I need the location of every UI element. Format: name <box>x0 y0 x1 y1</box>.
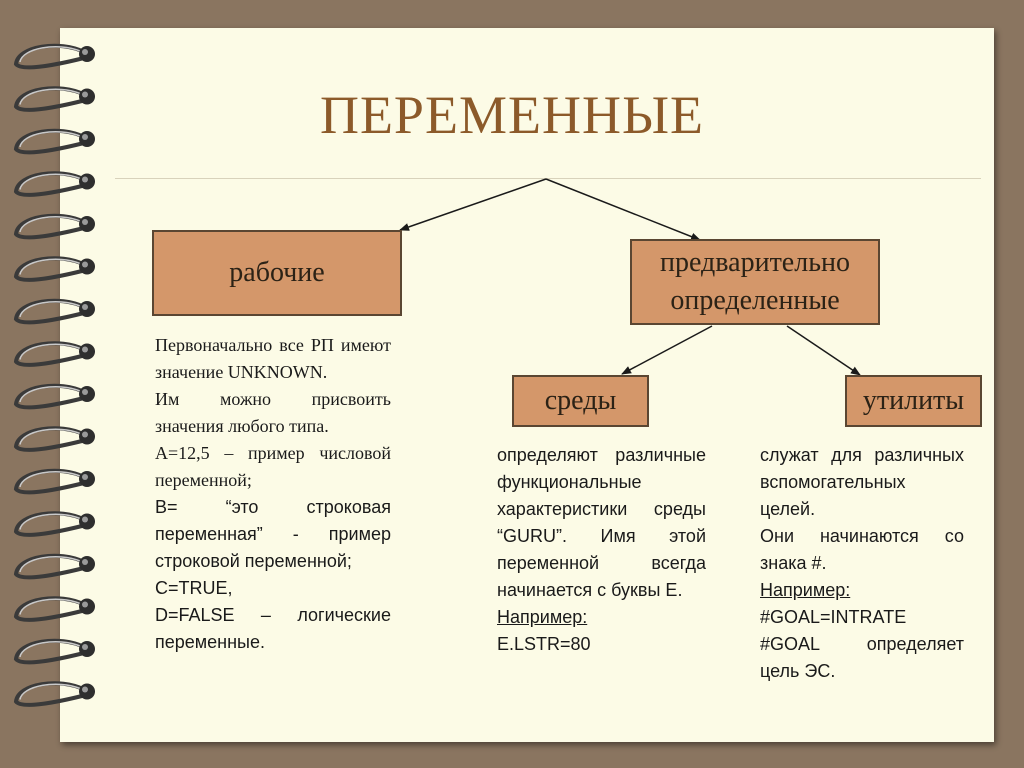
spiral-coil-highlight <box>19 598 81 615</box>
spiral-coil-highlight <box>19 173 81 190</box>
working-line-3: А=12,5 – пример числовой переменной; <box>155 443 391 490</box>
working-line-5: С=TRUE, <box>155 578 233 598</box>
working-description: Первоначально все РП имеют значение UNKN… <box>155 332 391 656</box>
working-line-4: В= “это строковая переменная” - пример с… <box>155 497 391 571</box>
utilities-example-note: #GOAL определяет цель ЭС. <box>760 634 964 681</box>
spiral-coil-highlight <box>19 88 81 105</box>
binding-hole-highlight <box>82 219 88 225</box>
box-working-label: рабочие <box>229 257 325 289</box>
binding-hole-highlight <box>82 644 88 650</box>
arrow-to-utilities <box>786 325 861 376</box>
binding-hole-highlight <box>82 601 88 608</box>
binding-hole-highlight <box>82 91 88 98</box>
spiral-coil-highlight <box>19 640 81 658</box>
binding-hole-highlight <box>82 261 88 268</box>
working-line-1: Первоначально все РП имеют значение UNKN… <box>155 335 391 382</box>
box-predefined-line2: определенные <box>670 285 840 316</box>
spiral-coil-highlight <box>19 428 81 445</box>
box-utilities-label: утилиты <box>862 385 965 417</box>
binding-hole-highlight <box>82 686 88 693</box>
spiral-coil-highlight <box>19 470 81 488</box>
arrow-to-working <box>399 178 547 231</box>
working-line-6: D=FALSE – логические переменные. <box>155 605 391 652</box>
binding-hole-highlight <box>82 304 88 310</box>
utilities-example-value: #GOAL=INTRATE <box>760 607 907 627</box>
binding-hole-highlight <box>82 389 88 395</box>
environment-description: определяют различные функциональные хара… <box>497 442 706 658</box>
spiral-coil-highlight <box>19 555 81 573</box>
arrow-to-predefined <box>545 178 701 241</box>
box-predefined: предварительно определенные <box>630 239 880 325</box>
spiral-coil-highlight <box>19 343 81 360</box>
title-divider <box>115 178 981 179</box>
binding-hole-highlight <box>82 49 88 55</box>
utilities-description: служат для различных вспомогательных цел… <box>760 442 964 685</box>
binding-hole-highlight <box>82 134 88 140</box>
working-line-2: Им можно присвоить значения любого типа. <box>155 389 391 436</box>
environment-example-label: Например: <box>497 607 588 627</box>
binding-hole-highlight <box>82 431 88 438</box>
page-title: ПЕРЕМЕННЫЕ <box>319 85 705 145</box>
binding-hole-highlight <box>82 474 88 480</box>
box-utilities: утилиты <box>845 375 982 427</box>
binding-hole-highlight <box>82 346 88 353</box>
spiral-coil-highlight <box>19 258 81 275</box>
binding-hole-highlight <box>82 176 88 183</box>
binding-hole-highlight <box>82 559 88 565</box>
utilities-line-1: служат для различных вспомогательных цел… <box>760 445 964 519</box>
spiral-coil-highlight <box>19 130 81 148</box>
box-environment-label: среды <box>544 385 617 417</box>
spiral-coil-highlight <box>19 683 81 700</box>
spiral-coil-highlight <box>19 300 81 318</box>
box-working: рабочие <box>152 230 402 316</box>
spiral-coil-highlight <box>19 513 81 530</box>
spiral-coil-highlight <box>19 45 81 63</box>
environment-example-value: E.LSTR=80 <box>497 634 591 654</box>
spiral-binding <box>13 43 95 707</box>
arrow-to-environment <box>621 325 713 375</box>
environment-body: определяют различные функциональные хара… <box>497 445 706 600</box>
binding-hole-highlight <box>82 516 88 523</box>
utilities-example-label: Например: <box>760 580 851 600</box>
box-environment: среды <box>512 375 649 427</box>
spiral-coil-highlight <box>19 215 81 233</box>
utilities-line-2: Они начинаются со знака #. <box>760 526 964 573</box>
box-predefined-line1: предварительно <box>660 247 850 279</box>
spiral-coil-highlight <box>19 385 81 403</box>
